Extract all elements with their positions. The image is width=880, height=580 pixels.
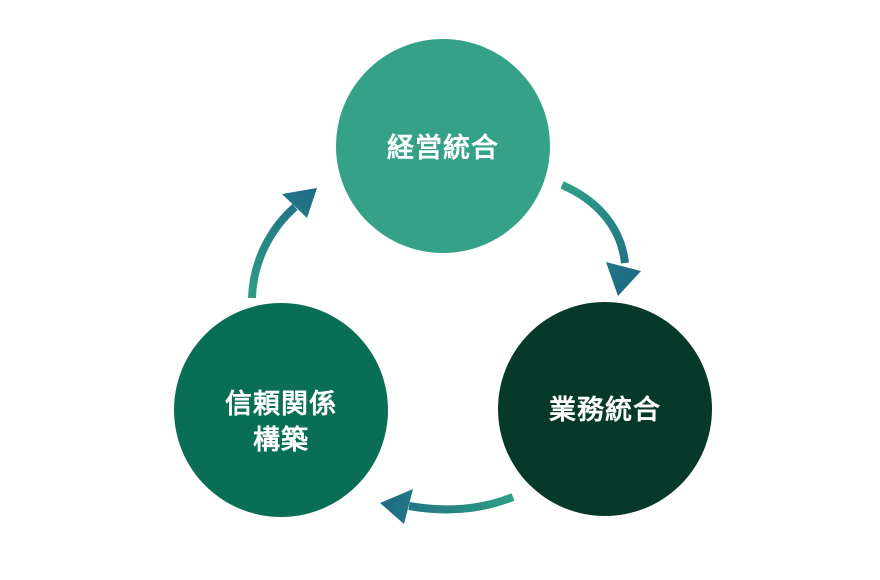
node-keiei-togo: 経営統合 [336,39,550,253]
arrow-shinrai-to-keiei [248,188,317,299]
arrow-keiei-to-gyomu-shaft [560,181,629,264]
node-shinrai-kankei-kochiku-circle [174,303,388,517]
arrow-gyomu-to-shinrai-shaft [408,493,515,514]
arrow-shinrai-to-keiei-shaft [248,203,298,299]
node-keiei-togo-label: 経営統合 [387,132,499,163]
node-gyomu-togo-label: 業務統合 [549,394,661,425]
arrow-gyomu-to-shinrai [380,489,515,524]
arrow-keiei-to-gyomu-head-icon [606,262,641,296]
arrow-shinrai-to-keiei-head-icon [282,188,317,218]
node-keiei-togo-circle [336,39,550,253]
arrow-keiei-to-gyomu [560,181,641,296]
arrow-gyomu-to-shinrai-head-icon [380,489,413,524]
node-shinrai-kankei-kochiku: 信頼関係 構築 [174,303,388,517]
node-gyomu-togo-circle [498,302,712,516]
node-shinrai-kankei-kochiku-label-line1: 信頼関係 [225,389,337,419]
node-shinrai-kankei-kochiku-label-line2: 構築 [253,424,309,455]
node-gyomu-togo: 業務統合 [498,302,712,516]
